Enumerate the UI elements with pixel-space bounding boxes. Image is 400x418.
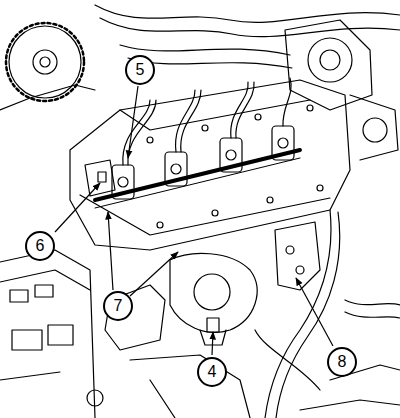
pump-housing [285,20,372,110]
callout-circle: 4 [197,357,227,387]
callout-circle: 5 [125,55,155,85]
callout-number: 4 [208,364,217,380]
leader-line [55,86,333,355]
callout-circle: 6 [25,231,55,261]
timing-pulley [9,26,81,98]
fuel-rail [95,150,300,200]
cylinder-head [70,80,350,250]
callout-number: 8 [338,354,347,370]
callout-number: 5 [136,62,145,78]
hose [95,5,400,22]
fuse-box [0,250,95,418]
callout-number: 7 [114,298,123,314]
injector [112,126,294,199]
callout-circle: 8 [327,347,357,377]
turbo-housing [170,253,257,332]
callout-circle: 7 [103,291,133,321]
fitting [85,160,115,196]
bolt [147,105,323,228]
callout-number: 6 [36,238,45,254]
fuel-pipe [123,78,291,165]
